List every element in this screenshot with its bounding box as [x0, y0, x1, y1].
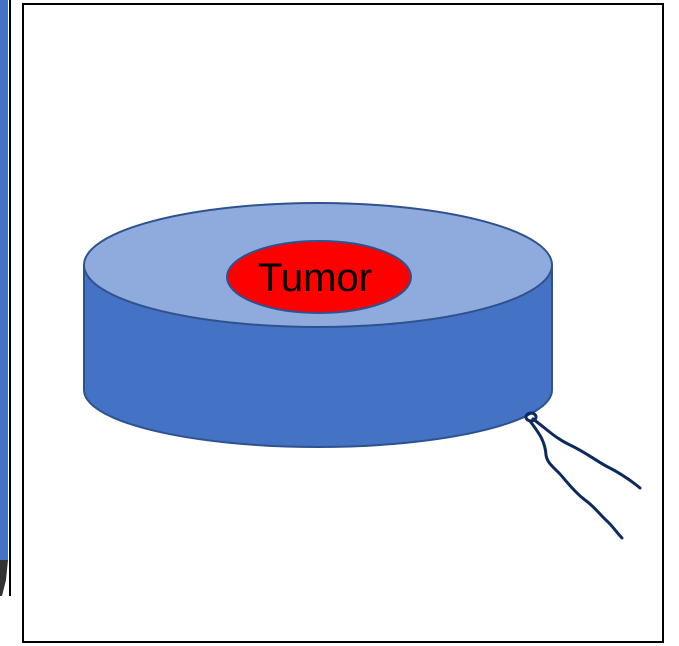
electrode-wire-icon: [526, 413, 640, 538]
tumor-label: Tumor: [258, 256, 372, 300]
